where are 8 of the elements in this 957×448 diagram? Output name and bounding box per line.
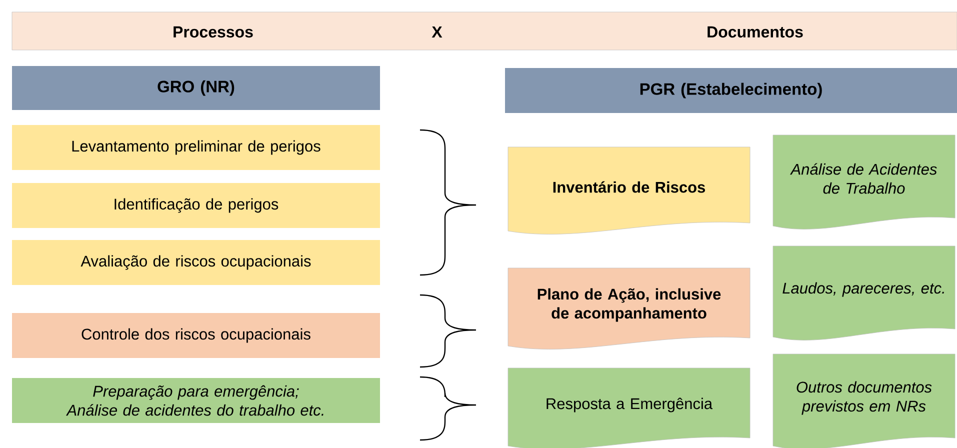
process-box: Preparação para emergência; Análise de acidentes do trabalho etc. (12, 378, 380, 423)
process-box: PGR (Estabelecimento) (505, 68, 957, 113)
process-box: Controle dos riscos ocupacionais (12, 313, 380, 358)
process-box: Levantamento preliminar de perigos (12, 125, 380, 170)
process-box: Avaliação de riscos ocupacionais (12, 240, 380, 285)
process-box: Identificação de perigos (12, 183, 380, 228)
header-band: Processos X Documentos (12, 12, 957, 50)
process-box: GRO (NR) (12, 66, 380, 110)
